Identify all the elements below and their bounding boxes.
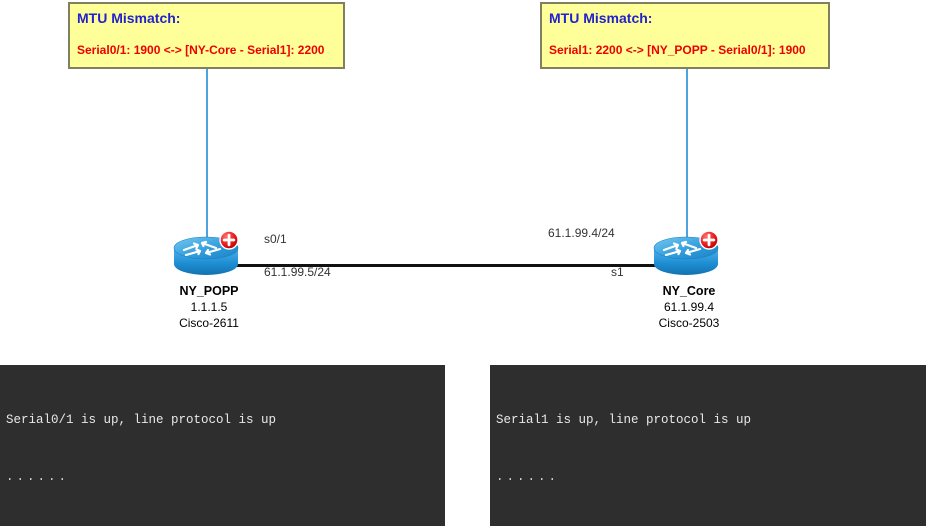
edge-label-left-subnet: 61.1.99.5/24 (264, 265, 331, 279)
leader-line-left (206, 69, 208, 243)
serial-link-line (236, 264, 666, 267)
edge-label-right-subnet: 61.1.99.4/24 (548, 226, 615, 240)
node-ip-ny-popp: 1.1.1.5 (190, 300, 228, 314)
callout-left-title: MTU Mismatch: (77, 10, 181, 26)
callout-right-title: MTU Mismatch: (549, 10, 653, 26)
callout-left-detail: Serial0/1: 1900 <-> [NY-Core - Serial1]:… (77, 43, 325, 57)
leader-line-right (686, 69, 688, 241)
terminal-right-dots-top: ...... (496, 470, 560, 484)
router-icon-ny-popp[interactable] (172, 231, 246, 281)
node-model-ny-popp: Cisco-2611 (179, 316, 239, 330)
router-icon-ny-core[interactable] (652, 231, 726, 281)
node-ip-ny-core: 61.1.99.4 (663, 300, 715, 314)
node-label-ny-core: NY_Core 61.1.99.4 Cisco-2503 (629, 283, 749, 331)
callout-right-detail: Serial1: 2200 <-> [NY_POPP - Serial0/1]:… (549, 43, 806, 57)
node-name-ny-core: NY_Core (662, 284, 716, 298)
callout-mtu-mismatch-left: MTU Mismatch: Serial0/1: 1900 <-> [NY-Co… (68, 2, 345, 69)
terminal-left-dots-top: ...... (6, 470, 70, 484)
node-name-ny-popp: NY_POPP (179, 284, 239, 298)
edge-label-right-interface: s1 (611, 265, 624, 279)
edge-label-left-interface: s0/1 (264, 232, 287, 246)
terminal-left-header: Serial0/1 is up, line protocol is up (6, 413, 277, 427)
node-model-ny-core: Cisco-2503 (658, 316, 720, 330)
node-label-ny-popp: NY_POPP 1.1.1.5 Cisco-2611 (149, 283, 269, 331)
callout-mtu-mismatch-right: MTU Mismatch: Serial1: 2200 <-> [NY_POPP… (540, 2, 830, 69)
terminal-left: Serial0/1 is up, line protocol is up ...… (0, 365, 445, 526)
terminal-right: Serial1 is up, line protocol is up .....… (490, 365, 926, 526)
terminal-right-header: Serial1 is up, line protocol is up (496, 413, 752, 427)
